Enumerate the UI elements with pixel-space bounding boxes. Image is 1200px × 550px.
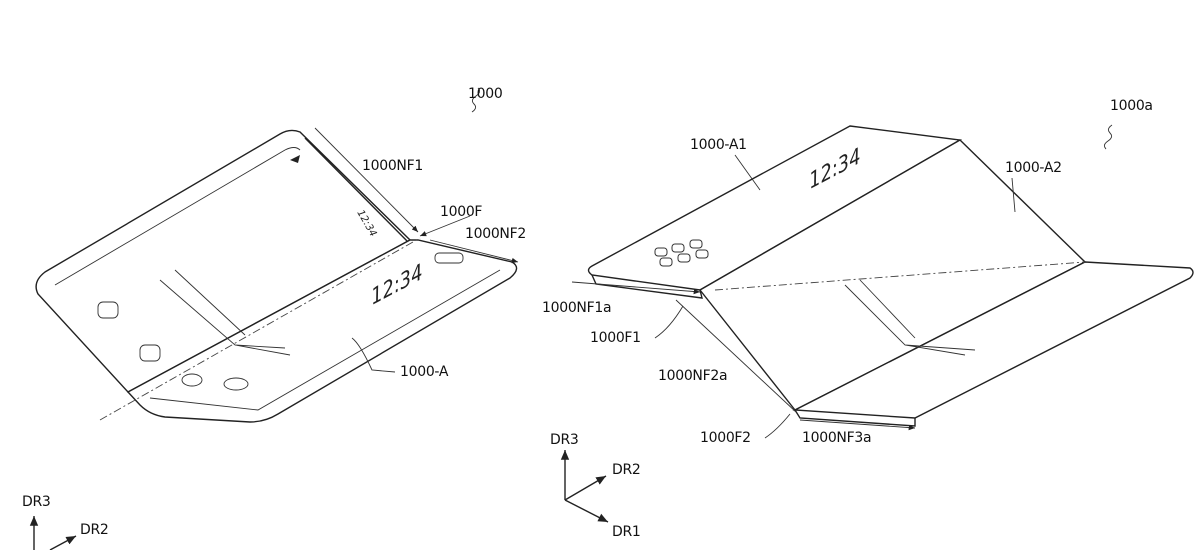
foldable-device-left (35, 87, 519, 423)
label-1000-a: 1000-A (400, 364, 449, 380)
axis-dr3-right: DR3 (550, 432, 579, 448)
upper-panel (35, 129, 412, 393)
panel-3 (792, 261, 1194, 419)
label-1000f: 1000F (440, 204, 483, 220)
foldable-device-right (571, 124, 1194, 439)
label-1000nf3a: 1000NF3a (802, 430, 872, 446)
label-1000-a1: 1000-A1 (690, 137, 747, 153)
ref-1000a: 1000a (1110, 98, 1153, 114)
ref-1000: 1000 (468, 86, 503, 102)
lower-panel (126, 239, 518, 423)
axis-indicator-right (560, 450, 609, 523)
fold-axis (99, 237, 421, 421)
axis-dr1-right: DR1 (612, 524, 641, 540)
label-1000nf1: 1000NF1 (362, 158, 423, 174)
axis-dr3-left: DR3 (22, 494, 51, 510)
axis-dr2-left: DR2 (80, 522, 109, 538)
label-1000f1: 1000F1 (590, 330, 641, 346)
axis-dr2-right: DR2 (612, 462, 641, 478)
label-1000nf1a: 1000NF1a (542, 300, 612, 316)
panel-a1 (587, 125, 963, 291)
label-1000nf2: 1000NF2 (465, 226, 526, 242)
label-1000nf2a: 1000NF2a (658, 368, 728, 384)
axis-indicator-left (29, 516, 77, 550)
label-1000-a2: 1000-A2 (1005, 160, 1062, 176)
label-1000f2: 1000F2 (700, 430, 751, 446)
